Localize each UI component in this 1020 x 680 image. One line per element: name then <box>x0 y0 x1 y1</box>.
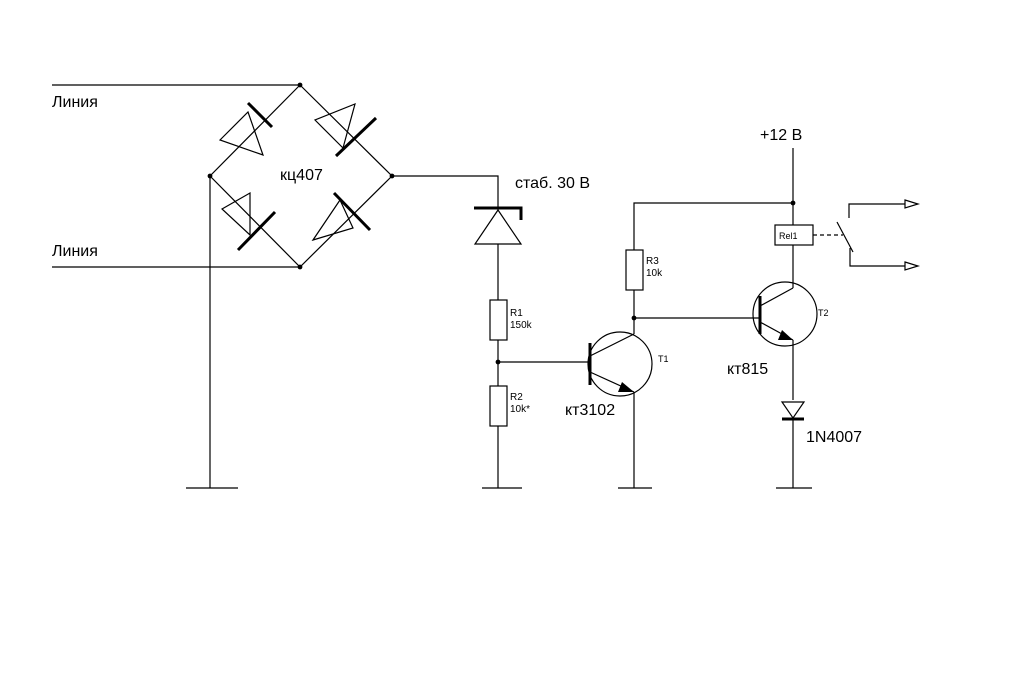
r2-value-label: 10k* <box>510 404 530 415</box>
r2-name-label: R2 <box>510 392 523 403</box>
t2-part-label: кт815 <box>727 361 768 378</box>
line-top-label: Линия <box>52 94 98 111</box>
bridge-diode-lower-right <box>311 191 372 242</box>
diode-1n4007-label: 1N4007 <box>806 429 862 446</box>
supply-junction <box>790 200 796 206</box>
bridge-diode-upper-right <box>313 102 378 158</box>
supply-rail-wire <box>633 202 793 250</box>
r3-value-label: 10k <box>646 268 663 279</box>
diode-bridge <box>207 82 395 270</box>
r3-name-label: R3 <box>646 256 659 267</box>
t2-name-label: T2 <box>818 308 829 318</box>
zener-label: стаб. 30 В <box>515 175 590 192</box>
bridge-positive-wire <box>392 175 499 210</box>
t1-name-label: T1 <box>658 354 669 364</box>
relay-label: Rel1 <box>779 231 798 241</box>
resistor-r2 <box>489 385 508 427</box>
line-bottom-label: Линия <box>52 243 98 260</box>
r1-name-label: R1 <box>510 308 523 319</box>
transistor-t2 <box>752 281 818 347</box>
diode-1n4007 <box>780 401 806 421</box>
resistor-r1 <box>489 299 508 341</box>
bridge-diode-lower-left <box>220 191 277 252</box>
supply-label: +12 В <box>760 127 802 144</box>
bridge-diode-upper-left <box>218 101 274 156</box>
t1-part-label: кт3102 <box>565 402 615 419</box>
resistor-r3 <box>625 249 644 291</box>
zener-diode <box>473 206 523 245</box>
bridge-label: кц407 <box>280 167 323 184</box>
r1-value-label: 150k <box>510 320 533 331</box>
relay-contact <box>836 199 921 271</box>
transistor-t1 <box>587 331 653 397</box>
